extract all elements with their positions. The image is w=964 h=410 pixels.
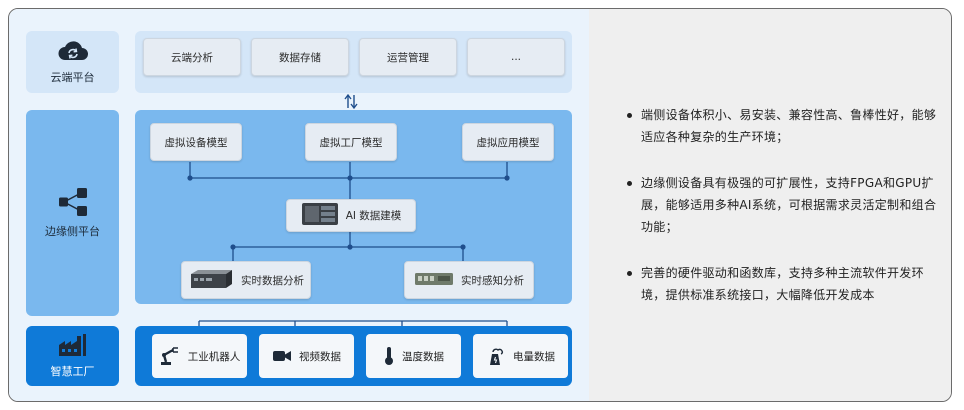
edge-server-image	[301, 201, 339, 230]
cloud-item-more: ...	[467, 38, 565, 76]
edge-platform-label: 边缘侧平台	[26, 110, 119, 316]
source-power-data: 电量数据	[473, 334, 568, 378]
virtual-factory-model: 虚拟工厂模型	[305, 123, 397, 161]
realtime-perception-analysis: 实时感知分析	[404, 261, 534, 299]
sensor-gateway-image	[414, 270, 454, 291]
industrial-pc-image	[188, 268, 234, 293]
video-camera-icon	[272, 349, 292, 363]
cloud-sync-icon	[56, 39, 90, 63]
architecture-figure: 云端平台 边缘侧平台	[8, 8, 952, 402]
architecture-diagram: 云端平台 边缘侧平台	[9, 9, 589, 401]
sync-arrows-icon	[344, 93, 358, 110]
cloud-panel: 云端分析 数据存储 运营管理 ...	[135, 31, 572, 93]
robot-arm-icon	[159, 346, 181, 366]
smart-factory-label: 智慧工厂	[26, 326, 119, 386]
factory-panel: 工业机器人 视频数据 温度数据	[135, 326, 572, 386]
feature-item: 完善的硬件驱动和函数库，支持多种主流软件开发环境，提供标准系统接口，大幅降低开发…	[627, 262, 937, 306]
source-temperature-data: 温度数据	[366, 334, 461, 378]
virtual-device-model: 虚拟设备模型	[150, 123, 242, 161]
features-list: 端侧设备体积小、易安装、兼容性高、鲁棒性好，能够适应各种复杂的生产环境； 边缘侧…	[627, 104, 937, 330]
share-nodes-icon	[56, 187, 90, 217]
factory-icon	[57, 333, 89, 357]
feature-item: 端侧设备体积小、易安装、兼容性高、鲁棒性好，能够适应各种复杂的生产环境；	[627, 104, 937, 148]
smart-factory-text: 智慧工厂	[50, 365, 95, 378]
features-panel: 端侧设备体积小、易安装、兼容性高、鲁棒性好，能够适应各种复杂的生产环境； 边缘侧…	[589, 9, 951, 401]
source-video-data: 视频数据	[259, 334, 354, 378]
cloud-item-operations: 运营管理	[359, 38, 457, 76]
ai-data-modeling: AI 数据建模	[286, 199, 416, 232]
cloud-item-storage: 数据存储	[251, 38, 349, 76]
cloud-item-analysis: 云端分析	[143, 38, 241, 76]
source-industrial-robot: 工业机器人	[152, 334, 247, 378]
feature-item: 边缘侧设备具有极强的可扩展性，支持FPGA和GPU扩展，能够适用多种AI系统，可…	[627, 172, 937, 238]
edge-platform-text: 边缘侧平台	[45, 225, 100, 238]
cloud-platform-text: 云端平台	[50, 71, 95, 84]
connector-lines	[187, 162, 510, 326]
power-plant-icon	[486, 346, 506, 366]
thermometer-icon	[383, 346, 395, 366]
realtime-data-analysis: 实时数据分析	[181, 261, 311, 299]
cloud-platform-label: 云端平台	[26, 31, 119, 93]
virtual-application-model: 虚拟应用模型	[462, 123, 554, 161]
